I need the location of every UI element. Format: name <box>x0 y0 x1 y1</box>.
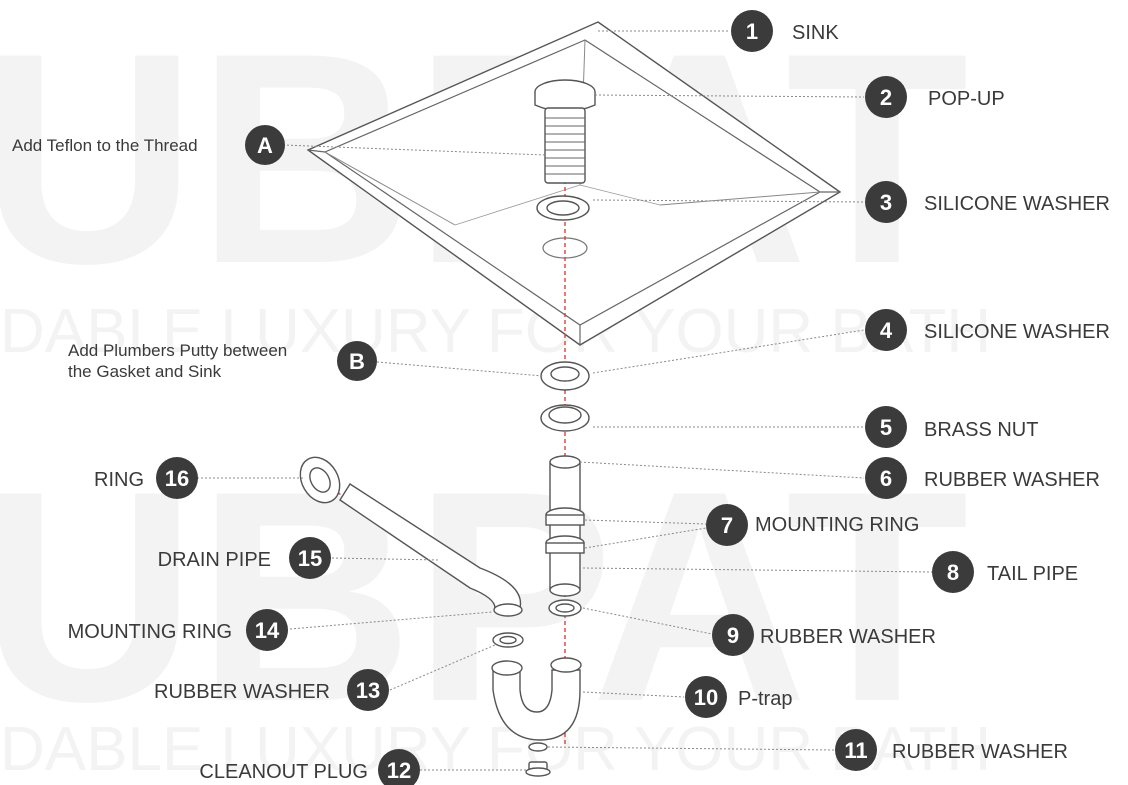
label-mounting-ring-7: MOUNTING RING <box>755 514 919 536</box>
note-b-line-2: the Gasket and Sink <box>68 362 222 381</box>
tail-pipe-assembly <box>545 455 585 597</box>
label-sink: SINK <box>792 22 839 44</box>
svg-text:B: B <box>349 349 365 374</box>
badge-A: A <box>245 125 285 165</box>
badge-12: 12 <box>378 749 420 785</box>
watermark-tagline-top: DABLE LUXURY FOR YOUR BATH <box>0 297 991 366</box>
badge-2: 2 <box>865 76 907 118</box>
label-cleanout-plug: CLEANOUT PLUG <box>199 761 368 783</box>
label-silicone-washer-1: SILICONE WASHER <box>924 193 1110 215</box>
svg-text:4: 4 <box>880 318 893 343</box>
svg-text:10: 10 <box>694 685 718 710</box>
svg-text:1: 1 <box>746 19 758 44</box>
ring-part <box>299 456 341 504</box>
label-ring: RING <box>94 469 144 491</box>
label-tail-pipe: TAIL PIPE <box>987 563 1078 585</box>
svg-text:8: 8 <box>947 560 959 585</box>
note-a-text: Add Teflon to the Thread <box>12 136 198 155</box>
leader-lines <box>197 30 933 771</box>
rubber-washer-drain <box>492 632 524 648</box>
badge-6: 6 <box>865 457 907 499</box>
svg-text:A: A <box>257 133 273 158</box>
svg-text:6: 6 <box>880 466 892 491</box>
cleanout-plug-part <box>525 761 551 777</box>
badge-9: 9 <box>712 614 754 656</box>
badge-15: 15 <box>289 537 331 579</box>
label-rubber-washer-11: RUBBER WASHER <box>892 741 1068 763</box>
badge-8: 8 <box>932 551 974 593</box>
badge-14: 14 <box>246 609 288 651</box>
part-labels: SINK POP-UP SILICONE WASHER SILICONE WAS… <box>68 22 1110 783</box>
label-drain-pipe: DRAIN PIPE <box>158 549 271 571</box>
watermark-logo-bottom: UBPAT <box>0 428 969 764</box>
svg-text:13: 13 <box>356 678 380 703</box>
brass-nut-part <box>540 404 590 432</box>
svg-text:16: 16 <box>165 466 189 491</box>
label-pop-up: POP-UP <box>928 88 1005 110</box>
badge-5: 5 <box>865 406 907 448</box>
svg-text:5: 5 <box>880 415 892 440</box>
svg-text:3: 3 <box>880 190 892 215</box>
svg-text:12: 12 <box>387 758 411 783</box>
badge-13: 13 <box>347 669 389 711</box>
badge-10: 10 <box>685 676 727 718</box>
svg-text:14: 14 <box>255 618 280 643</box>
drain-pipe-part <box>339 483 523 617</box>
pop-up-part <box>534 79 596 184</box>
badge-1: 1 <box>731 10 773 52</box>
label-brass-nut: BRASS NUT <box>924 419 1038 441</box>
label-rubber-washer-6: RUBBER WASHER <box>924 469 1100 491</box>
label-silicone-washer-2: SILICONE WASHER <box>924 321 1110 343</box>
p-trap-part <box>491 657 582 741</box>
badge-4: 4 <box>865 309 907 351</box>
svg-text:11: 11 <box>844 738 867 763</box>
rubber-washer-cleanout <box>528 742 548 752</box>
note-b-line-1: Add Plumbers Putty between <box>68 341 287 360</box>
svg-text:7: 7 <box>721 513 733 538</box>
silicone-washer-top <box>536 195 590 221</box>
badge-7: 7 <box>706 504 748 546</box>
svg-text:9: 9 <box>727 623 739 648</box>
label-rubber-washer-9: RUBBER WASHER <box>760 626 936 648</box>
badge-B: B <box>337 341 377 381</box>
badge-3: 3 <box>865 181 907 223</box>
badges: 1 2 3 4 5 6 7 8 9 10 11 12 13 14 15 16 A… <box>156 10 974 785</box>
label-rubber-washer-13: RUBBER WASHER <box>154 681 330 703</box>
svg-text:2: 2 <box>880 85 892 110</box>
svg-text:15: 15 <box>298 546 322 571</box>
notes: Add Teflon to the Thread Add Plumbers Pu… <box>12 136 287 381</box>
label-mounting-ring-14: MOUNTING RING <box>68 621 232 643</box>
label-p-trap: P-trap <box>738 688 792 710</box>
badge-11: 11 <box>835 729 877 771</box>
silicone-washer-bottom <box>540 361 590 391</box>
rubber-washer-tailpipe <box>548 599 582 617</box>
badge-16: 16 <box>156 457 198 499</box>
